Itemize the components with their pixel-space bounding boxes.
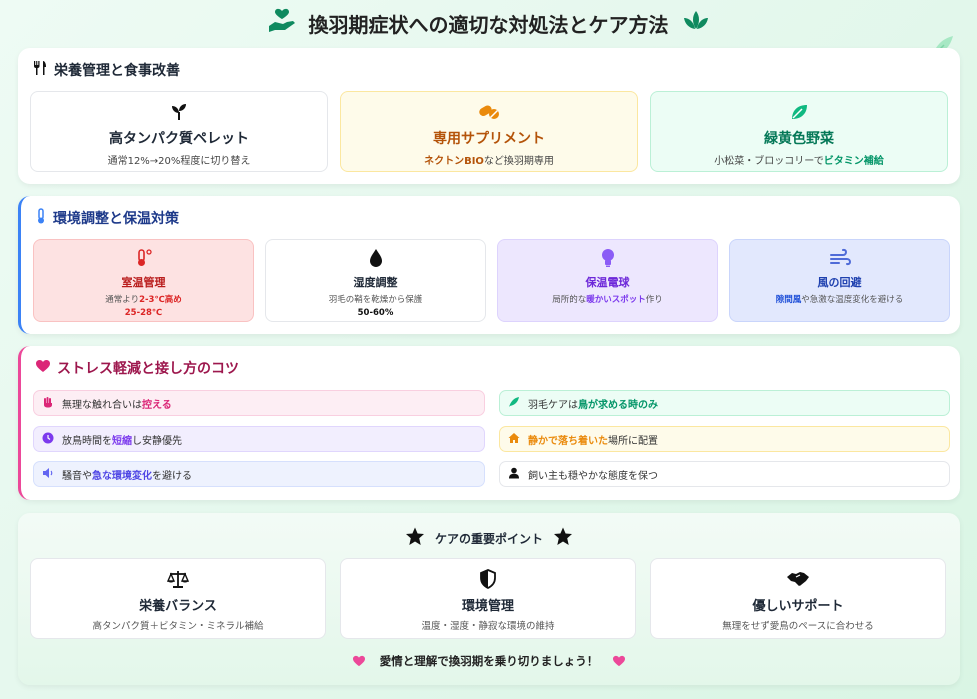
temperature-high-icon (34, 248, 253, 268)
wind-icon (730, 248, 949, 268)
heart-icon (352, 652, 366, 671)
lotus-icon (681, 9, 711, 37)
heart-icon (35, 359, 51, 377)
handshake-icon (651, 569, 945, 589)
environment-card: 環境調整と保温対策 室温管理 通常より2-3℃高め 25-28℃ 湿度調整 羽毛… (18, 196, 960, 334)
heart-hand-icon (267, 8, 297, 38)
point-environment-management: 環境管理 温度・湿度・静寂な環境の維持 (340, 558, 636, 639)
stress-heading: ストレス軽減と接し方のコツ (35, 358, 239, 378)
stress-item-quiet-place: 静かで落ち着いた場所に配置 (499, 426, 950, 452)
key-points-card: ケアの重要ポイント 栄養バランス 高タンパク質＋ビタミン・ミネラル補給 環境管理… (18, 513, 960, 685)
stress-item-calm-owner: 飼い主も穏やかな態度を保つ (499, 461, 950, 487)
heart-icon (612, 652, 626, 671)
nutrition-heading: 栄養管理と食事改善 (32, 60, 180, 80)
thermometer-icon (35, 208, 47, 228)
hand-icon (42, 396, 54, 411)
leaf-icon (651, 102, 947, 122)
environment-heading: 環境調整と保温対策 (35, 208, 179, 228)
env-item-heat-lamp: 保温電球 局所的な暖かいスポット作り (497, 239, 718, 322)
point-nutrition-balance: 栄養バランス 高タンパク質＋ビタミン・ミネラル補給 (30, 558, 326, 639)
stress-item-noise: 騒音や急な環境変化を避ける (33, 461, 485, 487)
page-header: 換羽期症状への適切な対処法とケア方法 (0, 8, 977, 38)
volume-icon (42, 467, 54, 482)
droplet-icon (266, 248, 485, 268)
home-icon (508, 432, 520, 447)
shield-icon (341, 569, 635, 589)
page-title: 換羽期症状への適切な対処法とケア方法 (308, 12, 669, 37)
utensils-icon (32, 60, 48, 80)
balance-scale-icon (31, 569, 325, 589)
env-item-wind: 風の回避 隙間風や急激な温度変化を避ける (729, 239, 950, 322)
clock-icon (42, 432, 54, 447)
stress-item-short-flight: 放鳥時間を短縮し安静優先 (33, 426, 485, 452)
seedling-icon (31, 102, 327, 122)
star-icon (405, 527, 425, 550)
lightbulb-icon (498, 248, 717, 268)
feather-icon (508, 396, 520, 411)
nutrition-item-supplement: 専用サプリメント ネクトンBIOなど換羽期専用 (340, 91, 638, 172)
nutrition-card: 栄養管理と食事改善 高タンパク質ペレット 通常12%→20%程度に切り替え 専用… (18, 48, 960, 184)
env-item-humidity: 湿度調整 羽毛の鞘を乾燥から保護 50-60% (265, 239, 486, 322)
star-icon (553, 527, 573, 550)
key-points-footer: 愛情と理解で換羽期を乗り切りましょう！ (18, 653, 960, 669)
nutrition-item-vegetables: 緑黄色野菜 小松菜・ブロッコリーでビタミン補給 (650, 91, 948, 172)
stress-item-feather-care: 羽毛ケアは鳥が求める時のみ (499, 390, 950, 416)
stress-item-no-touch: 無理な触れ合いは控える (33, 390, 485, 416)
user-icon (508, 467, 520, 482)
key-points-heading: ケアの重要ポイント (18, 527, 960, 549)
point-gentle-support: 優しいサポート 無理をせず愛鳥のペースに合わせる (650, 558, 946, 639)
pills-icon (341, 102, 637, 122)
env-item-room-temp: 室温管理 通常より2-3℃高め 25-28℃ (33, 239, 254, 322)
nutrition-item-pellet: 高タンパク質ペレット 通常12%→20%程度に切り替え (30, 91, 328, 172)
stress-card: ストレス軽減と接し方のコツ 無理な触れ合いは控える 羽毛ケアは鳥が求める時のみ … (18, 346, 960, 500)
